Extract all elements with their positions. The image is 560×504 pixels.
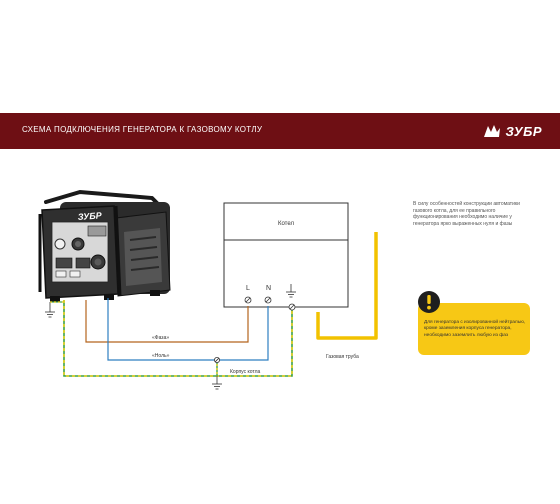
boiler-ground-icon (286, 284, 296, 298)
boiler-label: Котел (278, 221, 295, 227)
brand-name: ЗУБР (505, 123, 542, 139)
gas-pipe-label: Газовая труба (326, 354, 359, 360)
zero-wire (107, 298, 269, 361)
brand-logo: ЗУБР (482, 121, 542, 141)
generator-ground-icon (45, 302, 55, 318)
terminal-n-label: N (266, 285, 271, 292)
phase-wire (85, 300, 249, 343)
zero-ground-jumper (213, 356, 220, 376)
bison-logo-icon (484, 125, 501, 137)
terminal-l (244, 296, 252, 304)
header-banner: СХЕМА ПОДКЛЮЧЕНИЯ ГЕНЕРАТОРА К ГАЗОВОМУ … (0, 113, 560, 149)
exclamation-warning-icon (418, 291, 440, 313)
info-text: В силу особенностей конструкции автомати… (413, 201, 520, 227)
case-label: Корпус котла (230, 369, 261, 375)
page-title: СХЕМА ПОДКЛЮЧЕНИЯ ГЕНЕРАТОРА К ГАЗОВОМУ … (22, 125, 263, 134)
case-ground-icon (212, 376, 222, 390)
ground-wire (50, 300, 293, 377)
warning-text: Для генератора с изолированной нейтралью… (424, 320, 526, 338)
zero-wire-label: «Ноль» (152, 353, 170, 359)
boiler: Котел L N (223, 202, 349, 308)
terminal-ground (288, 303, 296, 311)
generator-brand-label: ЗУБР (77, 210, 103, 222)
terminal-l-label: L (246, 285, 250, 292)
terminal-n (264, 296, 272, 304)
phase-wire-label: «Фаза» (152, 335, 169, 341)
gas-pipe (316, 232, 378, 340)
warning-box: Для генератора с изолированной нейтралью… (418, 303, 530, 355)
generator: ЗУБР (38, 189, 171, 302)
